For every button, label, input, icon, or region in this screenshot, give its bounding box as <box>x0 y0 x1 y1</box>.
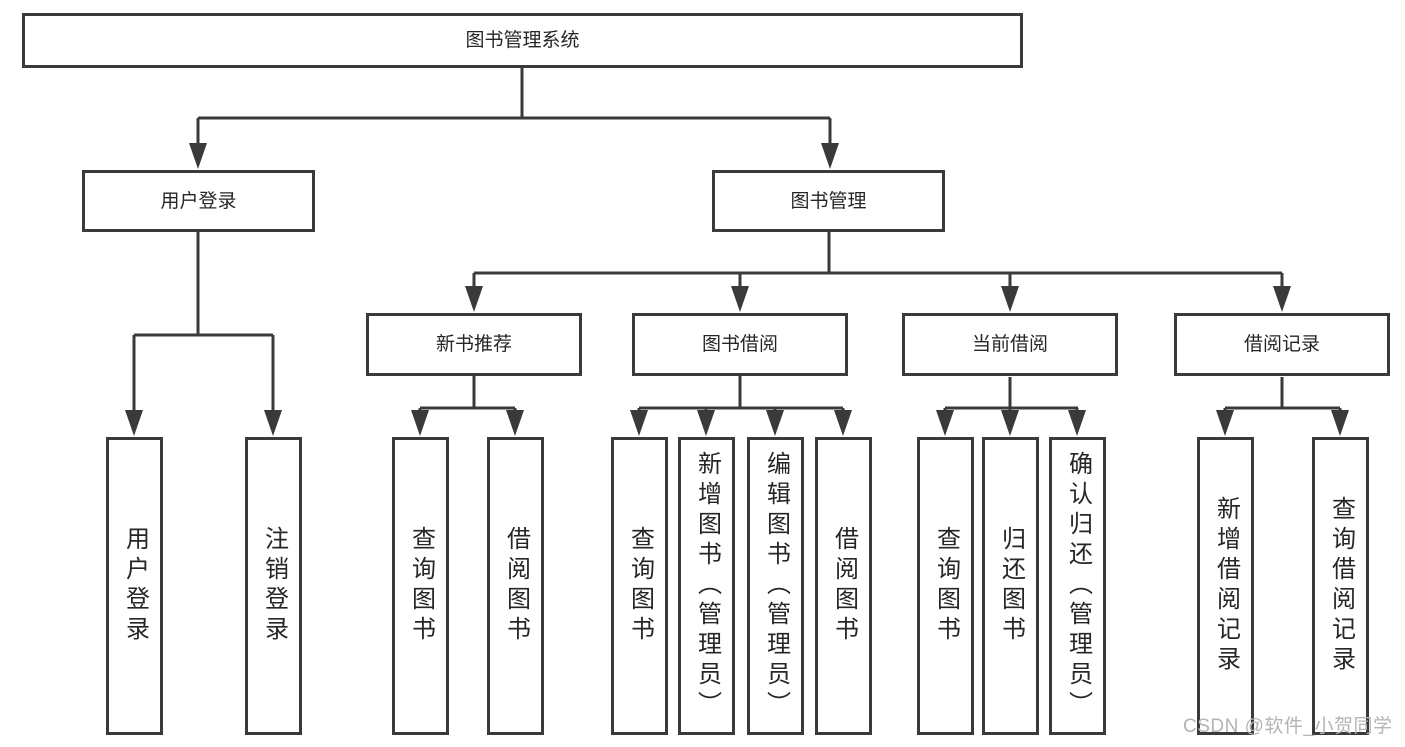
leaf-borrow-add-admin: 新增图书（管理员） <box>678 437 735 735</box>
node-user-login-module: 用户登录 <box>82 170 315 232</box>
node-book-borrow: 图书借阅 <box>632 313 848 376</box>
node-root-system: 图书管理系统 <box>22 13 1023 68</box>
leaf-borrow-query: 查询图书 <box>611 437 668 735</box>
leaf-newbook-borrow: 借阅图书 <box>487 437 544 735</box>
leaf-current-confirm-admin: 确认归还（管理员） <box>1049 437 1106 735</box>
leaf-borrow-borrow: 借阅图书 <box>815 437 872 735</box>
csdn-watermark: CSDN @软件_小贺同学 <box>1183 716 1393 737</box>
leaf-newbook-query: 查询图书 <box>392 437 449 735</box>
node-new-book-recommend: 新书推荐 <box>366 313 582 376</box>
leaf-borrow-edit-admin: 编辑图书（管理员） <box>747 437 804 735</box>
leaf-current-return: 归还图书 <box>982 437 1039 735</box>
leaf-current-query: 查询图书 <box>917 437 974 735</box>
node-current-borrow: 当前借阅 <box>902 313 1118 376</box>
leaf-user-login: 用户登录 <box>106 437 163 735</box>
leaf-record-add: 新增借阅记录 <box>1197 437 1254 735</box>
node-borrow-records: 借阅记录 <box>1174 313 1390 376</box>
node-book-management-module: 图书管理 <box>712 170 945 232</box>
leaf-record-query: 查询借阅记录 <box>1312 437 1369 735</box>
leaf-user-logout: 注销登录 <box>245 437 302 735</box>
